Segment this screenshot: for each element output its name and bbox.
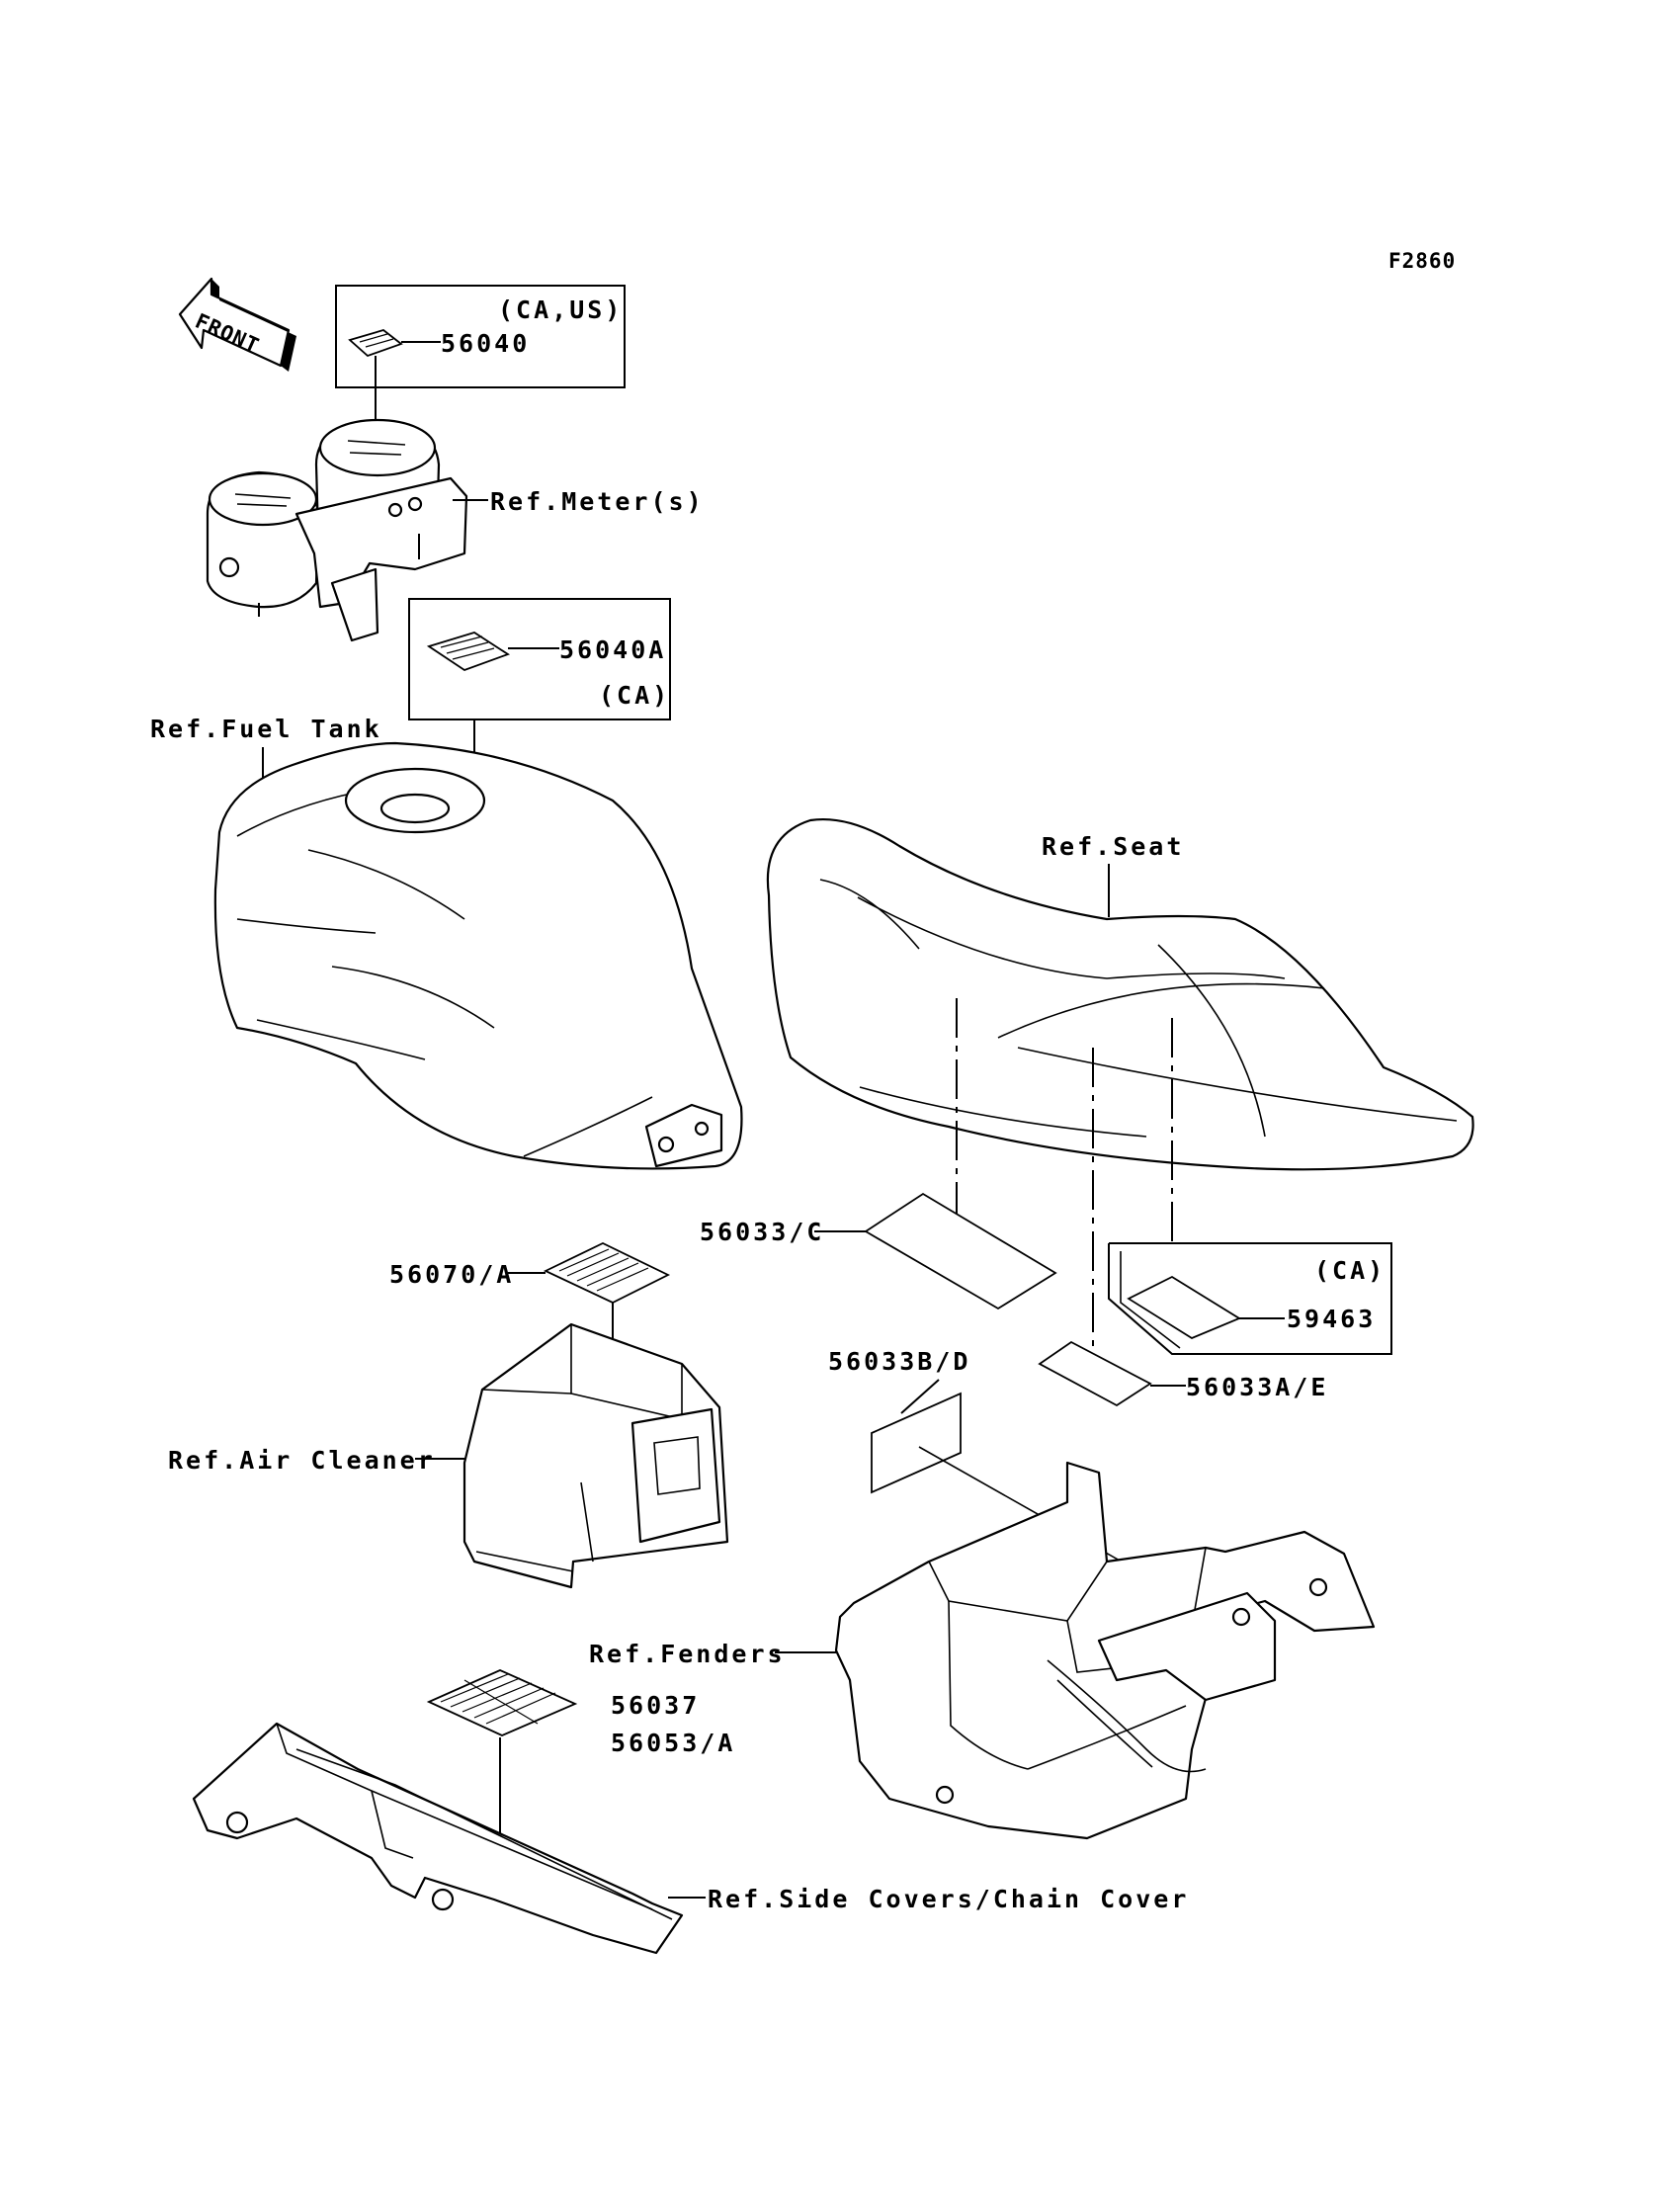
tank-region-box: [408, 598, 671, 720]
decal-56070a: [543, 1242, 671, 1305]
decal-56040: [348, 329, 403, 358]
part-56033c: 56033/C: [700, 1218, 824, 1246]
part-56040: 56040: [441, 329, 530, 358]
air-cleaner: [462, 1322, 729, 1589]
chain-cover: [192, 1722, 684, 1955]
tank-region-label: (CA): [599, 681, 670, 710]
decal-59463: [1127, 1275, 1241, 1340]
ref-side-covers: Ref.Side Covers/Chain Cover: [708, 1885, 1189, 1913]
part-56070a: 56070/A: [389, 1260, 514, 1289]
decal-56033c: [864, 1192, 1057, 1310]
ref-air-cleaner: Ref.Air Cleaner: [168, 1446, 436, 1475]
part-56037: 56037: [611, 1691, 700, 1720]
part-56033ae: 56033A/E: [1186, 1373, 1328, 1401]
decal-56033bd: [871, 1392, 962, 1494]
seat: [766, 818, 1474, 1171]
front-arrow-icon: FRONT: [178, 277, 296, 372]
fenders: [834, 1461, 1376, 1840]
ref-meters: Ref.Meter(s): [490, 487, 705, 516]
decal-56033ae: [1038, 1340, 1152, 1407]
meter-assembly: [206, 418, 468, 642]
figure-code: F2860: [1388, 249, 1456, 273]
decal-56040a: [426, 632, 511, 672]
ref-seat: Ref.Seat: [1042, 832, 1184, 861]
part-56053a: 56053/A: [611, 1729, 735, 1757]
ref-fenders: Ref.Fenders: [589, 1640, 786, 1668]
seat-region-box: [1108, 1242, 1392, 1355]
ref-fuel-tank: Ref.Fuel Tank: [150, 715, 382, 743]
meter-region-box: [335, 285, 626, 388]
meter-region-label: (CA,US): [498, 296, 623, 324]
part-56033bd: 56033B/D: [828, 1347, 970, 1376]
part-59463: 59463: [1287, 1305, 1376, 1333]
fuel-tank: [213, 741, 743, 1170]
seat-region-label: (CA): [1314, 1256, 1386, 1285]
part-56040a: 56040A: [559, 635, 666, 664]
